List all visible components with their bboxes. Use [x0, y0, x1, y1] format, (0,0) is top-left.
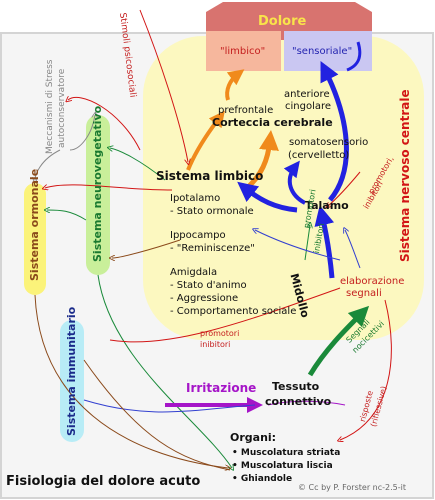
- arrow-talamo-to-cervelletto: [283, 160, 307, 205]
- tessuto-line1: Tessuto: [272, 380, 320, 393]
- limbico-box: [206, 31, 281, 71]
- organi-item-0-text: Muscolatura striata: [240, 448, 341, 458]
- arrow-limbic-to-neurovegetativo: [110, 148, 166, 181]
- arrow-stress-gray: [35, 149, 61, 180]
- arrow-talamo-inibitori: [304, 225, 310, 261]
- arrow-limbic-to-neuro-brown: [112, 239, 181, 258]
- tessuto-line2: connettivo: [265, 395, 332, 408]
- arrow-cortex-to-limbico: [225, 69, 245, 101]
- segnali-label: segnali: [346, 288, 382, 299]
- cns-label: Sistema nervoso centrale: [398, 89, 412, 262]
- limbic-item-6: - Aggressione: [170, 293, 239, 304]
- organi-item-1-text: Muscolatura liscia: [240, 461, 333, 471]
- arrow-stress-loop: [68, 97, 141, 151]
- immunitario-label: Sistema immunitario: [65, 306, 78, 436]
- arrow-elaborazione-to-limbic: [255, 230, 341, 261]
- arrow-talamo-to-elaborazione: [345, 230, 361, 269]
- irritazione-label: Irritazione: [186, 381, 257, 395]
- arrow-immune-to-tessuto: [83, 399, 256, 413]
- ormonale-pill: [24, 183, 46, 295]
- arrow-limbic-to-ormonale: [45, 185, 173, 191]
- immunitario-pill: [60, 320, 84, 442]
- arrow-tessuto-to-irritazione: [267, 400, 346, 406]
- organi-item-1: • Muscolatura liscia: [232, 461, 333, 471]
- cortex-title: Corteccia cerebrale: [212, 116, 333, 129]
- cortex-anteriore: anteriore: [284, 89, 330, 100]
- limbic-item-5: - Stato d'animo: [170, 280, 247, 291]
- arrow-sensoriale-to-banner: [346, 41, 362, 72]
- neurovegetativo-label: Sistema neurovegetativo: [91, 105, 104, 262]
- arrow-talamo-to-sensoriale: [320, 61, 349, 202]
- arrow-stimoli: [139, 9, 188, 162]
- stress-line2: autoconservatore: [57, 68, 67, 148]
- cortex-prefrontale: prefrontale: [218, 105, 274, 116]
- arrow-midollo-to-talamo: [314, 205, 335, 279]
- limbic-title: Sistema limbico: [156, 169, 264, 183]
- page-title: Fisiologia del dolore acuto: [6, 474, 201, 489]
- neurovegetativo-pill: [86, 115, 110, 275]
- arrow-risposte: [340, 299, 392, 440]
- ormonale-label: Sistema ormonale: [28, 168, 41, 281]
- organi-item-2: • Ghiandole: [232, 474, 293, 484]
- limbic-item-0: Ipotalamo: [170, 193, 221, 204]
- promotori-bottom-a: promotori: [200, 329, 240, 338]
- arrow-promotori-top: [328, 171, 361, 206]
- limbic-item-4: Amigdala: [170, 267, 218, 278]
- arrow-tessuto-to-segnali: [307, 305, 370, 377]
- credit: © Cc by P. Forster nc-2.5-it: [298, 483, 406, 492]
- limbic-item-1: - Stato ormonale: [170, 206, 254, 217]
- cervelletto-label: (cervelletto): [288, 150, 350, 161]
- dolore-banner: [206, 2, 372, 40]
- talamo-label: Talamo: [305, 199, 349, 212]
- arrow-neuro-to-ormonale: [47, 210, 87, 221]
- limbic-item-2: Ippocampo: [170, 230, 226, 241]
- arrow-neurovegetativo-to-tessuto: [97, 274, 232, 468]
- organi-title: Organi:: [230, 431, 277, 444]
- elaborazione-label: elaborazione: [340, 276, 405, 287]
- arrow-stress-gray-2: [69, 115, 95, 151]
- dolore-title: Dolore: [258, 14, 307, 29]
- cortex-cingolare: cingolare: [285, 101, 332, 112]
- organi-item-2-text: Ghiandole: [240, 474, 293, 484]
- arrow-elaborazione-to-promotori: [109, 287, 341, 343]
- limbic-item-3: - "Reminiscenze": [170, 243, 255, 254]
- limbico-label: "limbico": [220, 46, 266, 57]
- promotori-bottom-b: inibitori: [200, 340, 231, 349]
- sensoriale-label: "sensoriale": [292, 46, 353, 57]
- stress-line1: Meccanismi di Stress: [45, 59, 55, 154]
- arrow-talamo-to-limbic: [237, 181, 298, 213]
- somatosensorio-label: somatosensorio: [289, 137, 369, 148]
- arrow-immune-brown: [83, 359, 231, 471]
- organi-item-0: • Muscolatura striata: [232, 448, 341, 458]
- limbic-item-7: - Comportamento sociale: [170, 306, 297, 317]
- arrow-ormonale-to-organi: [34, 294, 228, 468]
